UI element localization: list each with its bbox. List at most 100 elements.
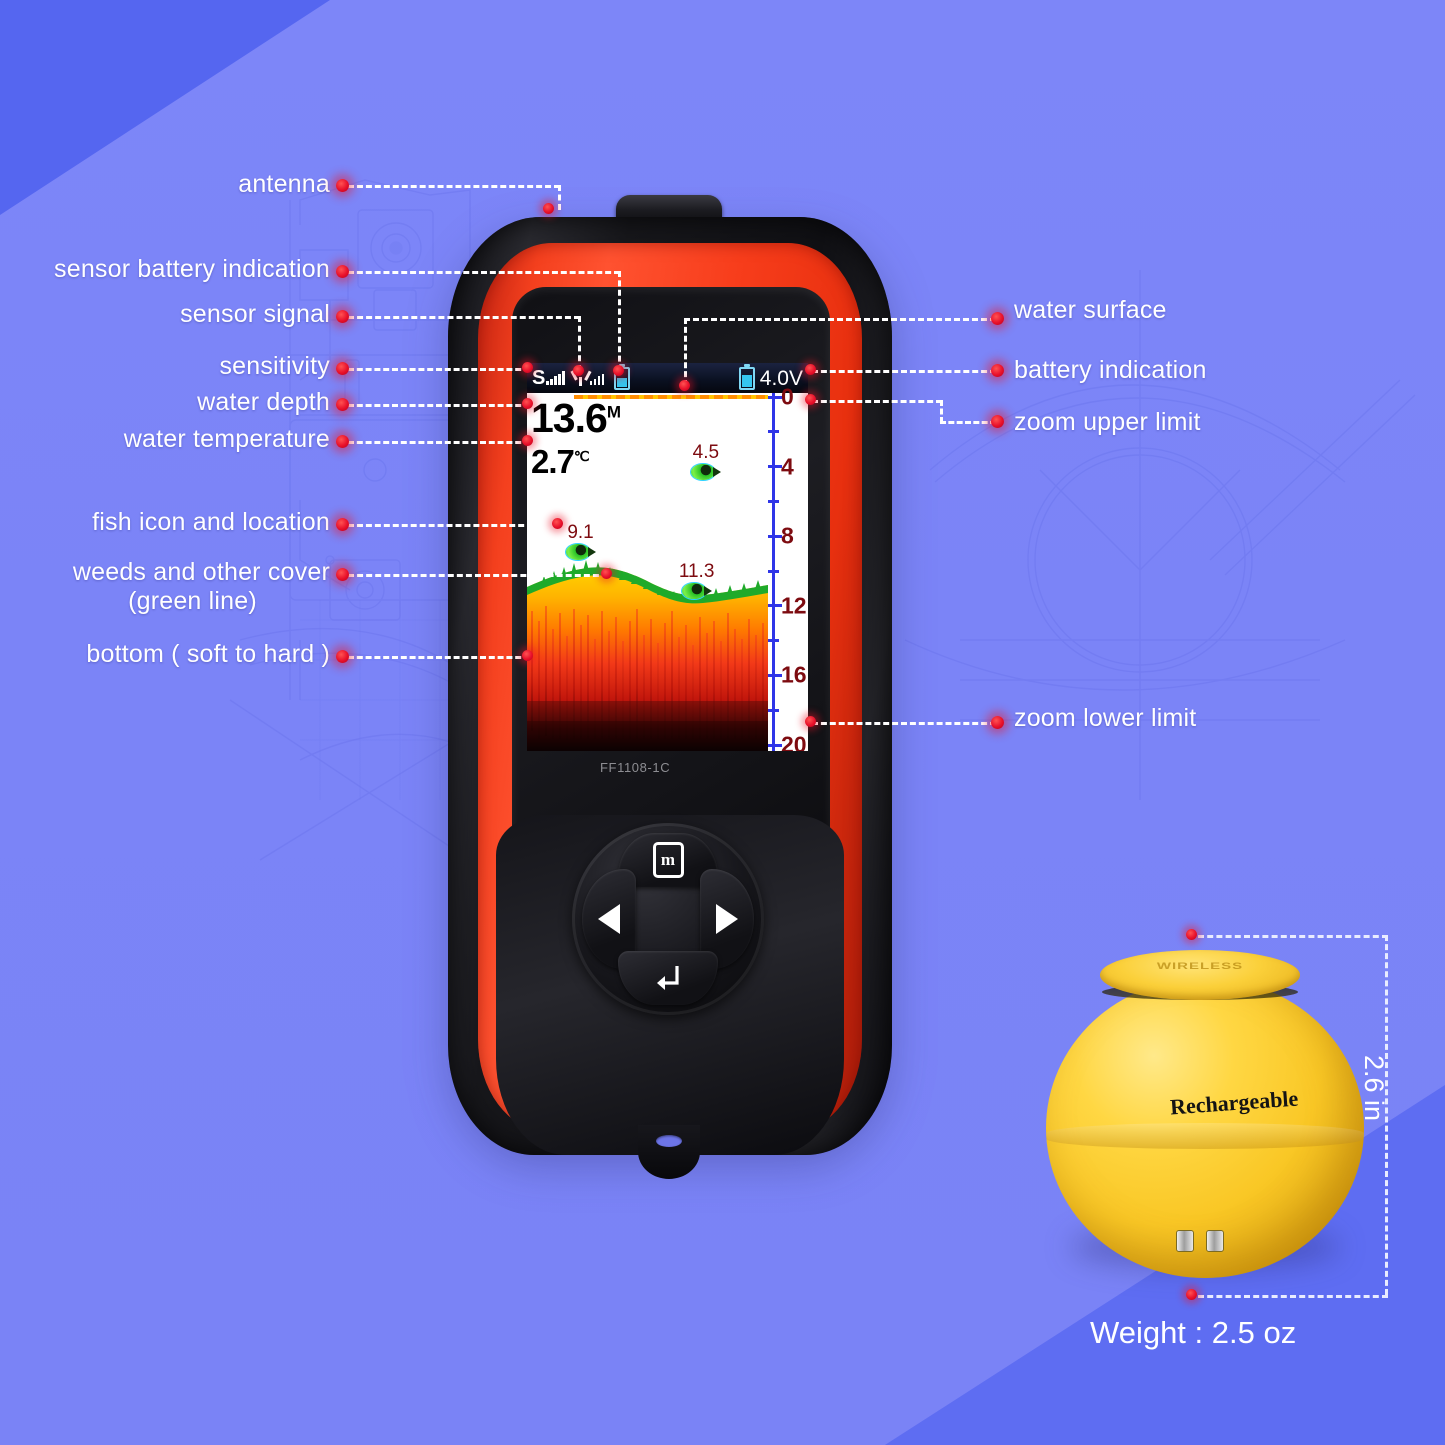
enter-button[interactable]: [618, 951, 718, 1005]
leader-sensor-signal-h: [348, 316, 580, 319]
signal-strength-bars-icon: [589, 371, 605, 385]
callout-label-water-depth: water depth: [197, 388, 330, 416]
anchor-dot-fish-icon: [552, 518, 563, 529]
depth-tick: [768, 534, 782, 538]
callout-label-zoom-lower: zoom lower limit: [1014, 704, 1197, 732]
dimension-dot-top: [1186, 929, 1197, 940]
sensor-dimension-label: 2.6 in: [1359, 1055, 1389, 1122]
leader-antenna-h: [348, 185, 560, 188]
leader-zoom-upper-h1: [812, 400, 942, 403]
enter-arrow-icon: [657, 966, 679, 990]
fish-marker: 4.5: [690, 442, 721, 481]
fish-icon: [690, 464, 721, 481]
depth-tick: [768, 499, 779, 503]
lcd-screen: S 4.0V 13.6M 2.7℃: [527, 363, 808, 751]
fish-marker: 11.3: [679, 562, 714, 599]
leader-zoom-upper-h2: [940, 421, 996, 424]
anchor-dot-water-depth: [522, 398, 533, 409]
charging-contact-right: [1206, 1230, 1224, 1252]
callout-dot-water-depth: [336, 398, 349, 411]
depth-tick: [768, 708, 779, 712]
callout-weeds-line1: weeds and other cover: [72, 558, 330, 586]
leader-zoom-upper-v: [940, 400, 943, 423]
callout-label-bottom: bottom ( soft to hard ): [86, 640, 330, 668]
sensor-signal-icon: [570, 370, 591, 386]
water-depth-unit: M: [606, 402, 621, 422]
water-temperature-readout: 2.7℃: [531, 443, 590, 480]
dimension-vertical-line: [1385, 935, 1388, 1295]
sensor-cap-text: WIRELESS: [1156, 961, 1244, 972]
callout-label-sensor-signal: sensor signal: [180, 300, 330, 328]
fish-depth-label: 9.1: [567, 522, 594, 544]
sensor-sphere: [1046, 978, 1364, 1278]
fish-finder-device: S 4.0V 13.6M 2.7℃: [420, 195, 920, 1185]
battery-voltage-text: 4.0V: [759, 366, 803, 390]
menu-m-icon: m: [652, 842, 684, 878]
leader-fish-icon-h: [348, 524, 560, 527]
sonar-plot-area: 13.6M 2.7℃: [527, 385, 808, 751]
device-model-label: FF1108-1C: [600, 760, 671, 775]
depth-tick: [768, 743, 782, 747]
leader-water-surface-h: [684, 318, 996, 321]
callout-dot-antenna: [336, 179, 349, 192]
leader-sensitivity-h: [348, 368, 530, 371]
water-depth-readout: 13.6M: [531, 398, 621, 439]
left-arrow-icon: [598, 904, 620, 934]
dimension-dot-bottom: [1186, 1289, 1197, 1300]
depth-tick: [768, 604, 782, 608]
callout-label-zoom-upper: zoom upper limit: [1014, 408, 1201, 436]
callout-dot-zoom-upper: [991, 415, 1004, 428]
callout-label-fish-icon: fish icon and location: [92, 508, 330, 536]
callout-dot-weeds: [336, 568, 349, 581]
callout-dot-sensor-battery: [336, 265, 349, 278]
leader-bottom-h: [348, 656, 530, 659]
callout-dot-zoom-lower: [991, 716, 1004, 729]
water-temperature-value: 2.7: [531, 443, 575, 480]
leader-sensor-battery-v: [618, 271, 621, 371]
sensor-weight-label: Weight : 2.5 oz: [1090, 1315, 1297, 1350]
anchor-dot-zoom-upper: [805, 394, 816, 405]
bottom-terrain: [527, 551, 768, 751]
water-temperature-unit: ℃: [573, 448, 590, 464]
lanyard-loop: [638, 1125, 700, 1179]
dimension-bottom-line: [1198, 1295, 1388, 1298]
callout-dot-water-temperature: [336, 435, 349, 448]
leader-sensor-battery-h: [348, 271, 620, 274]
leader-water-depth-h: [348, 404, 530, 407]
wireless-sonar-sensor: WIRELESS Rechargeable: [1040, 940, 1370, 1290]
leader-water-temperature-h: [348, 441, 530, 444]
depth-tick: [768, 673, 782, 677]
anchor-dot-weeds: [601, 568, 612, 579]
anchor-dot-sensitivity: [522, 362, 533, 373]
charging-contact-left: [1176, 1230, 1194, 1252]
lanyard-hole: [656, 1135, 682, 1147]
anchor-dot-sensor-signal: [573, 365, 584, 376]
callout-label-water-temperature: water temperature: [123, 425, 330, 453]
leader-battery-indication-h: [812, 370, 996, 373]
callout-label-battery-indication: battery indication: [1014, 356, 1207, 384]
depth-tick: [768, 465, 782, 469]
fish-depth-label: 4.5: [692, 442, 720, 464]
depth-tick: [768, 430, 779, 434]
callout-dot-water-surface: [991, 312, 1004, 325]
callout-dot-bottom: [336, 650, 349, 663]
depth-tick: [768, 639, 779, 643]
leader-weeds-h: [348, 574, 608, 577]
anchor-dot-bottom: [522, 650, 533, 661]
callout-label-weeds: weeds and other cover (green line): [55, 558, 330, 616]
sensitivity-letter: S: [532, 367, 546, 389]
depth-tick-label: 0: [781, 383, 794, 410]
depth-tick-label: 8: [781, 522, 794, 549]
callout-label-water-surface: water surface: [1014, 296, 1167, 324]
leader-sensor-signal-v: [578, 316, 581, 371]
sensor-seam-band: [1046, 1123, 1364, 1149]
dimension-top-line: [1198, 935, 1388, 938]
callout-label-sensitivity: sensitivity: [219, 352, 330, 380]
anchor-dot-water-surface: [679, 380, 690, 391]
keypad: m: [572, 823, 764, 1015]
callout-dot-sensor-signal: [336, 310, 349, 323]
sensitivity-bars-icon: [546, 371, 565, 385]
callout-label-sensor-battery: sensor battery indication: [54, 255, 330, 283]
anchor-dot-water-temperature: [522, 435, 533, 446]
